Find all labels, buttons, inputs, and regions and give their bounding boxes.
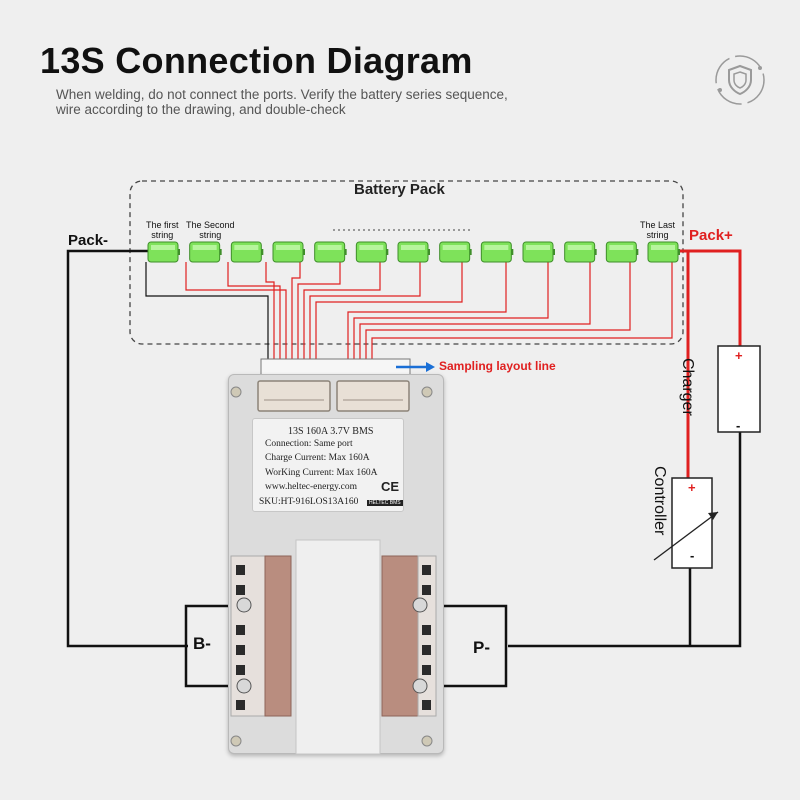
pack-minus-label: Pack- <box>68 232 109 249</box>
ce-mark: CE <box>381 479 400 494</box>
bms-sku: SKU:HT-916LOS13A160 <box>259 497 359 507</box>
battery-cell <box>189 241 222 263</box>
bms-connection: Connection: Same port <box>265 439 353 449</box>
charger-label: Charger <box>679 358 696 416</box>
sampling-wire-black <box>145 262 269 362</box>
controller-plus: + <box>688 480 696 495</box>
sampling-layout-label: Sampling layout line <box>439 359 556 373</box>
connector-right <box>336 380 410 412</box>
controller-variable-arrow <box>653 511 719 561</box>
battery-cell <box>314 241 347 263</box>
page-subtitle: When welding, do not connect the ports. … <box>56 87 616 117</box>
subtitle-line-1: When welding, do not connect the ports. … <box>56 87 508 102</box>
board-cutout <box>295 539 381 755</box>
charger-negative-wire <box>508 432 742 648</box>
battery-cell <box>355 241 389 263</box>
page-title: 13S Connection Diagram <box>40 40 473 81</box>
battery-cell <box>230 241 264 263</box>
battery-cell <box>397 241 430 263</box>
controller-minus: - <box>690 548 695 563</box>
battery-cell <box>480 241 514 263</box>
battery-pack-box <box>129 180 684 345</box>
bms-charge-current: Charge Current: Max 160A <box>265 453 370 463</box>
first-string-label: The first string <box>146 220 179 240</box>
bms-working-current: WorKing Current: Max 160A <box>265 468 378 478</box>
b-minus-copper-bar <box>264 555 292 717</box>
brand-mark: HELTEC BMS <box>367 500 403 506</box>
shield-logo-icon <box>715 55 765 105</box>
bms-spec-label: 13S 160A 3.7V BMS Connection: Same port … <box>252 418 404 512</box>
charger-plus: + <box>735 348 743 363</box>
bms-website: www.heltec-energy.com <box>265 482 357 492</box>
sampling-wires <box>185 262 673 362</box>
battery-cell <box>564 241 597 263</box>
battery-pack-title: Battery Pack <box>354 181 445 198</box>
battery-cell <box>605 241 639 263</box>
connector-left <box>257 380 331 412</box>
pack-plus-label: Pack+ <box>689 227 733 244</box>
pack-plus-wire-charger <box>680 249 742 346</box>
pack-minus-wire <box>66 249 188 648</box>
last-string-label: The Last string <box>640 220 676 240</box>
controller-box <box>671 477 713 569</box>
battery-cell <box>272 241 305 263</box>
bms-model: 13S 160A 3.7V BMS <box>288 426 374 437</box>
p-minus-label: P- <box>473 638 490 657</box>
battery-cell <box>147 241 180 263</box>
battery-cell <box>439 241 472 263</box>
second-string-label: The Second string <box>186 220 235 240</box>
charger-minus: - <box>736 418 741 433</box>
battery-cell <box>522 241 555 263</box>
b-minus-label: B- <box>193 634 211 653</box>
battery-cell <box>647 241 680 263</box>
controller-label: Controller <box>651 466 668 536</box>
charger-box <box>717 345 761 433</box>
subtitle-line-2: wire according to the drawing, and doubl… <box>56 102 346 117</box>
